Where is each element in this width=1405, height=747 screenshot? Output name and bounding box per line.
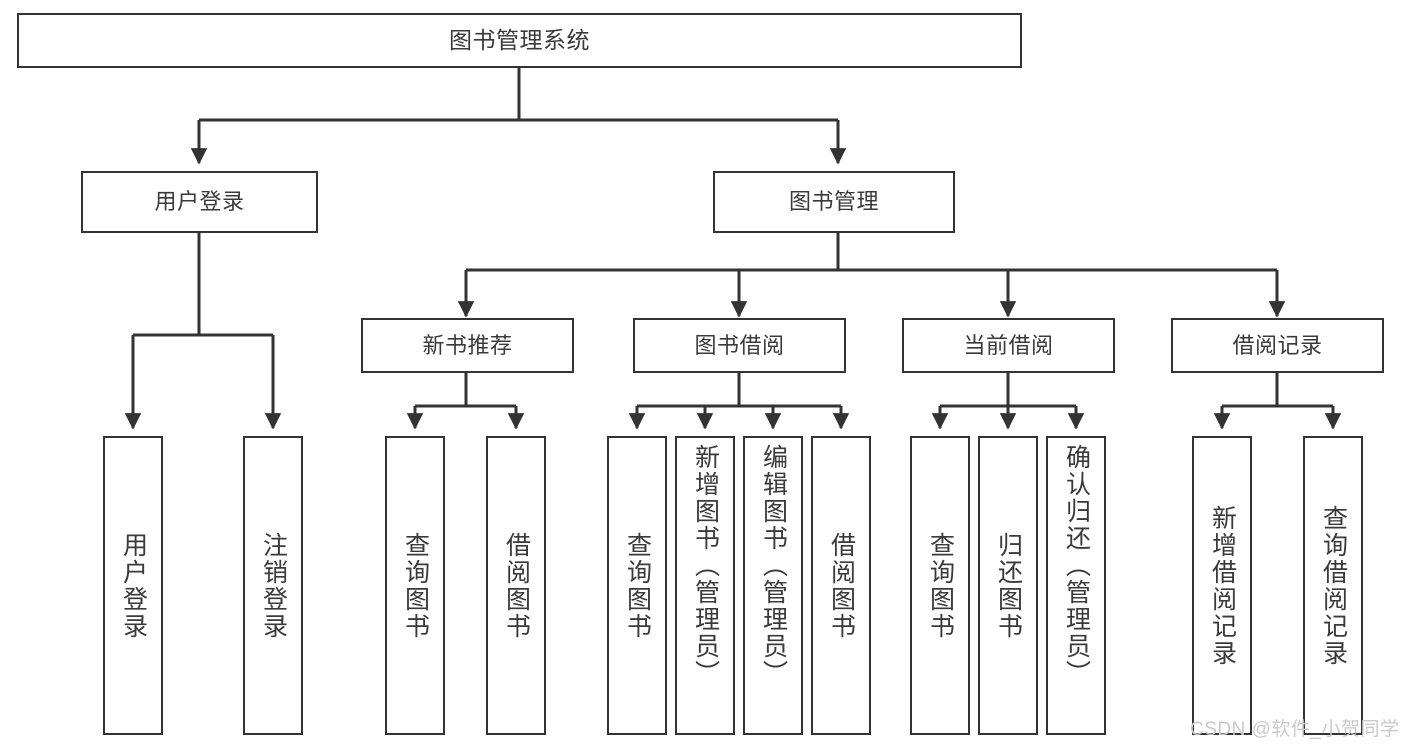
node-leaf-add-borrow-record[interactable]: 新增借阅记录 <box>1192 436 1252 735</box>
node-book-management[interactable]: 图书管理 <box>713 171 955 233</box>
node-label: 借阅图书 <box>502 531 531 640</box>
node-label: 查询图书 <box>623 531 652 640</box>
node-book-borrow[interactable]: 图书借阅 <box>633 318 846 373</box>
node-user-login[interactable]: 用户登录 <box>81 171 318 233</box>
node-label: 编辑图书（管理员） <box>759 444 788 687</box>
node-leaf-add-book-admin[interactable]: 新增图书（管理员） <box>675 436 735 735</box>
node-label: 查询借阅记录 <box>1319 504 1348 667</box>
node-label: 查询图书 <box>926 531 955 640</box>
node-leaf-confirm-return-admin[interactable]: 确认归还（管理员） <box>1046 436 1106 735</box>
node-label: 归还图书 <box>994 531 1023 640</box>
node-label: 借阅图书 <box>827 531 856 640</box>
node-new-book-recommend[interactable]: 新书推荐 <box>361 318 574 373</box>
node-leaf-return-book[interactable]: 归还图书 <box>978 436 1038 735</box>
node-label: 查询图书 <box>401 531 430 640</box>
node-book-management-system[interactable]: 图书管理系统 <box>17 13 1022 68</box>
node-leaf-edit-book-admin[interactable]: 编辑图书（管理员） <box>743 436 803 735</box>
node-current-borrow[interactable]: 当前借阅 <box>902 318 1115 373</box>
node-label: 当前借阅 <box>963 332 1054 358</box>
watermark: CSDN @软件_小贺同学 <box>1190 719 1400 740</box>
node-borrow-record[interactable]: 借阅记录 <box>1171 318 1384 373</box>
node-label: 新增图书（管理员） <box>691 444 720 687</box>
node-label: 用户登录 <box>119 531 148 640</box>
node-label: 确认归还（管理员） <box>1062 444 1091 687</box>
node-label: 借阅记录 <box>1232 332 1323 358</box>
node-label: 新增借阅记录 <box>1208 504 1237 667</box>
node-leaf-query-book-borrow[interactable]: 查询图书 <box>607 436 667 735</box>
node-label: 新书推荐 <box>422 332 513 358</box>
node-label: 注销登录 <box>259 531 288 640</box>
node-leaf-query-borrow-record[interactable]: 查询借阅记录 <box>1303 436 1363 735</box>
node-label: 图书管理系统 <box>449 27 590 54</box>
node-label: 图书管理 <box>788 189 879 215</box>
node-leaf-borrow-book[interactable]: 借阅图书 <box>811 436 871 735</box>
node-leaf-query-book-current[interactable]: 查询图书 <box>910 436 970 735</box>
node-label: 用户登录 <box>154 189 245 215</box>
node-leaf-logout[interactable]: 注销登录 <box>243 436 303 735</box>
node-label: 图书借阅 <box>694 332 785 358</box>
node-leaf-user-login[interactable]: 用户登录 <box>103 436 163 735</box>
node-leaf-query-book-recommend[interactable]: 查询图书 <box>385 436 445 735</box>
node-leaf-borrow-book-recommend[interactable]: 借阅图书 <box>486 436 546 735</box>
